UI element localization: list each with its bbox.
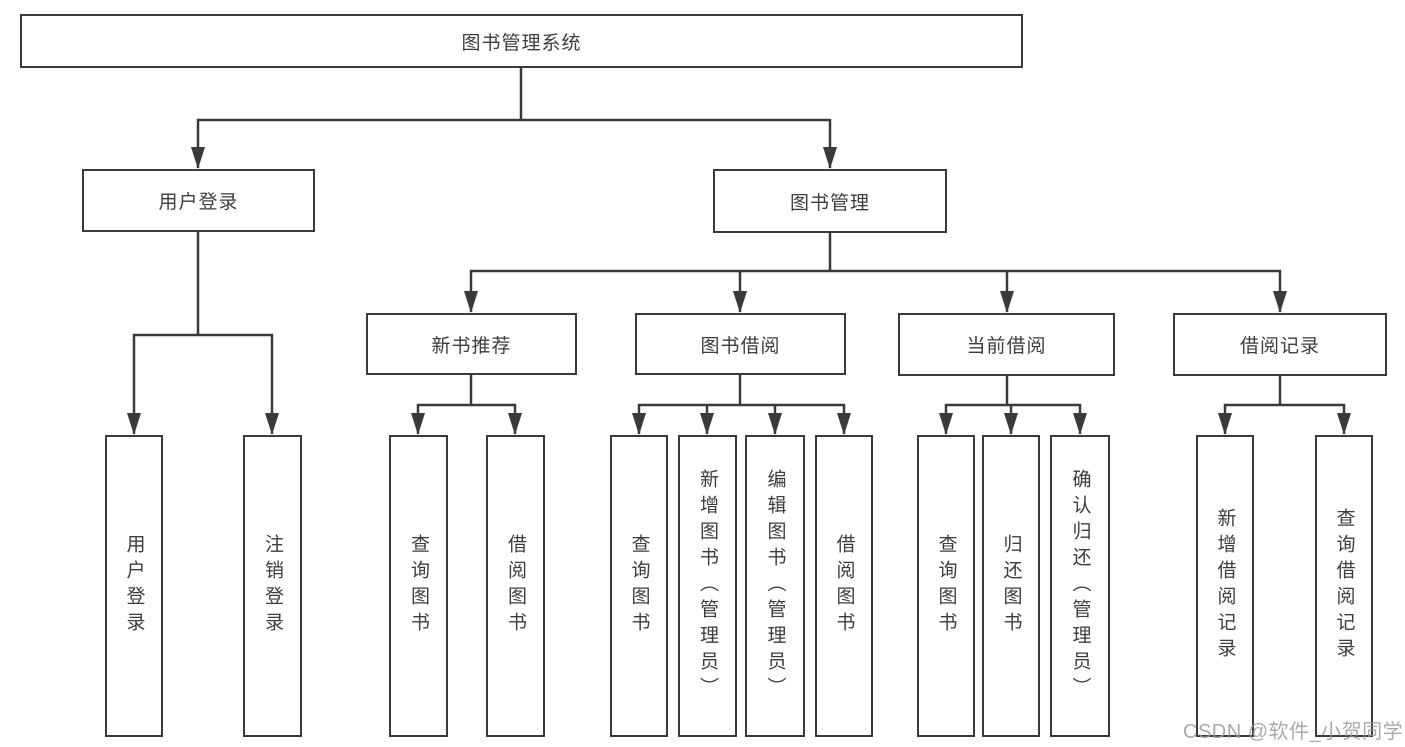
node-book-borrow: 图书借阅: [635, 313, 846, 375]
leaf-query-borrow-record: 查询借阅记录: [1315, 435, 1373, 737]
node-book-management: 图书管理: [713, 169, 947, 233]
leaf-return-books: 归还图书: [982, 435, 1040, 737]
arrowhead-icons: [127, 147, 1351, 435]
node-new-book-recommend: 新书推荐: [366, 313, 577, 375]
node-user-login: 用户登录: [82, 169, 315, 232]
leaf-user-login: 用户登录: [105, 435, 163, 737]
leaf-current-query-books: 查询图书: [917, 435, 975, 737]
leaf-add-borrow-record: 新增借阅记录: [1196, 435, 1254, 737]
node-borrow-records: 借阅记录: [1173, 313, 1387, 376]
csdn-watermark: CSDN @软件_小贺同学: [1183, 721, 1404, 743]
leaf-edit-books-admin: 编辑图书（管理员）: [745, 435, 805, 737]
node-root-system: 图书管理系统: [20, 14, 1023, 68]
leaf-logout: 注销登录: [243, 435, 302, 737]
leaf-confirm-return-admin: 确认归还（管理员）: [1050, 435, 1110, 737]
leaf-borrow-books: 借阅图书: [815, 435, 873, 737]
leaf-recommend-query-books: 查询图书: [389, 435, 448, 737]
leaf-recommend-borrow-books: 借阅图书: [486, 435, 545, 737]
leaf-borrow-query-books: 查询图书: [610, 435, 668, 737]
leaf-add-books-admin: 新增图书（管理员）: [678, 435, 737, 737]
node-current-borrow: 当前借阅: [898, 313, 1115, 376]
